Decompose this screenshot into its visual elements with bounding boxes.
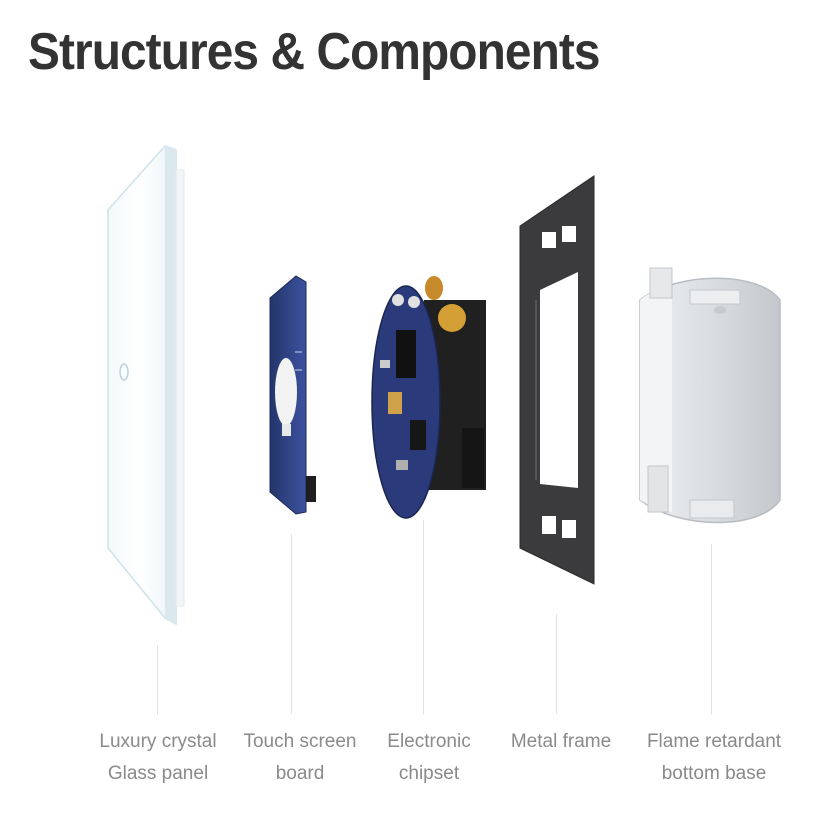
leader-line-glass-panel [157,645,158,715]
label-line-1: Touch screen [225,726,375,758]
metal-frame-image [520,176,594,584]
label-bottom-base: Flame retardant bottom base [639,726,789,790]
label-touch-screen-board: Touch screen board [225,726,375,790]
glass-panel-image [108,146,184,624]
label-line-1: Luxury crystal [83,726,233,758]
leader-line-touch-screen-board [291,534,292,714]
label-line-1: Electronic [354,726,504,758]
label-line-1: Metal frame [486,726,636,758]
touch-screen-board-image [270,276,316,514]
label-line-2: Glass panel [83,758,233,790]
label-line-2: bottom base [639,758,789,790]
leader-line-metal-frame [556,614,557,714]
leader-line-electronic-chipset [423,520,424,715]
label-line-2: chipset [354,758,504,790]
electronic-chipset-image [372,276,486,518]
label-line-2: board [225,758,375,790]
label-glass-panel: Luxury crystal Glass panel [83,726,233,790]
bottom-base-image [640,268,780,523]
label-metal-frame: Metal frame [486,726,636,758]
label-electronic-chipset: Electronic chipset [354,726,504,790]
leader-line-bottom-base [711,544,712,715]
label-line-1: Flame retardant [639,726,789,758]
